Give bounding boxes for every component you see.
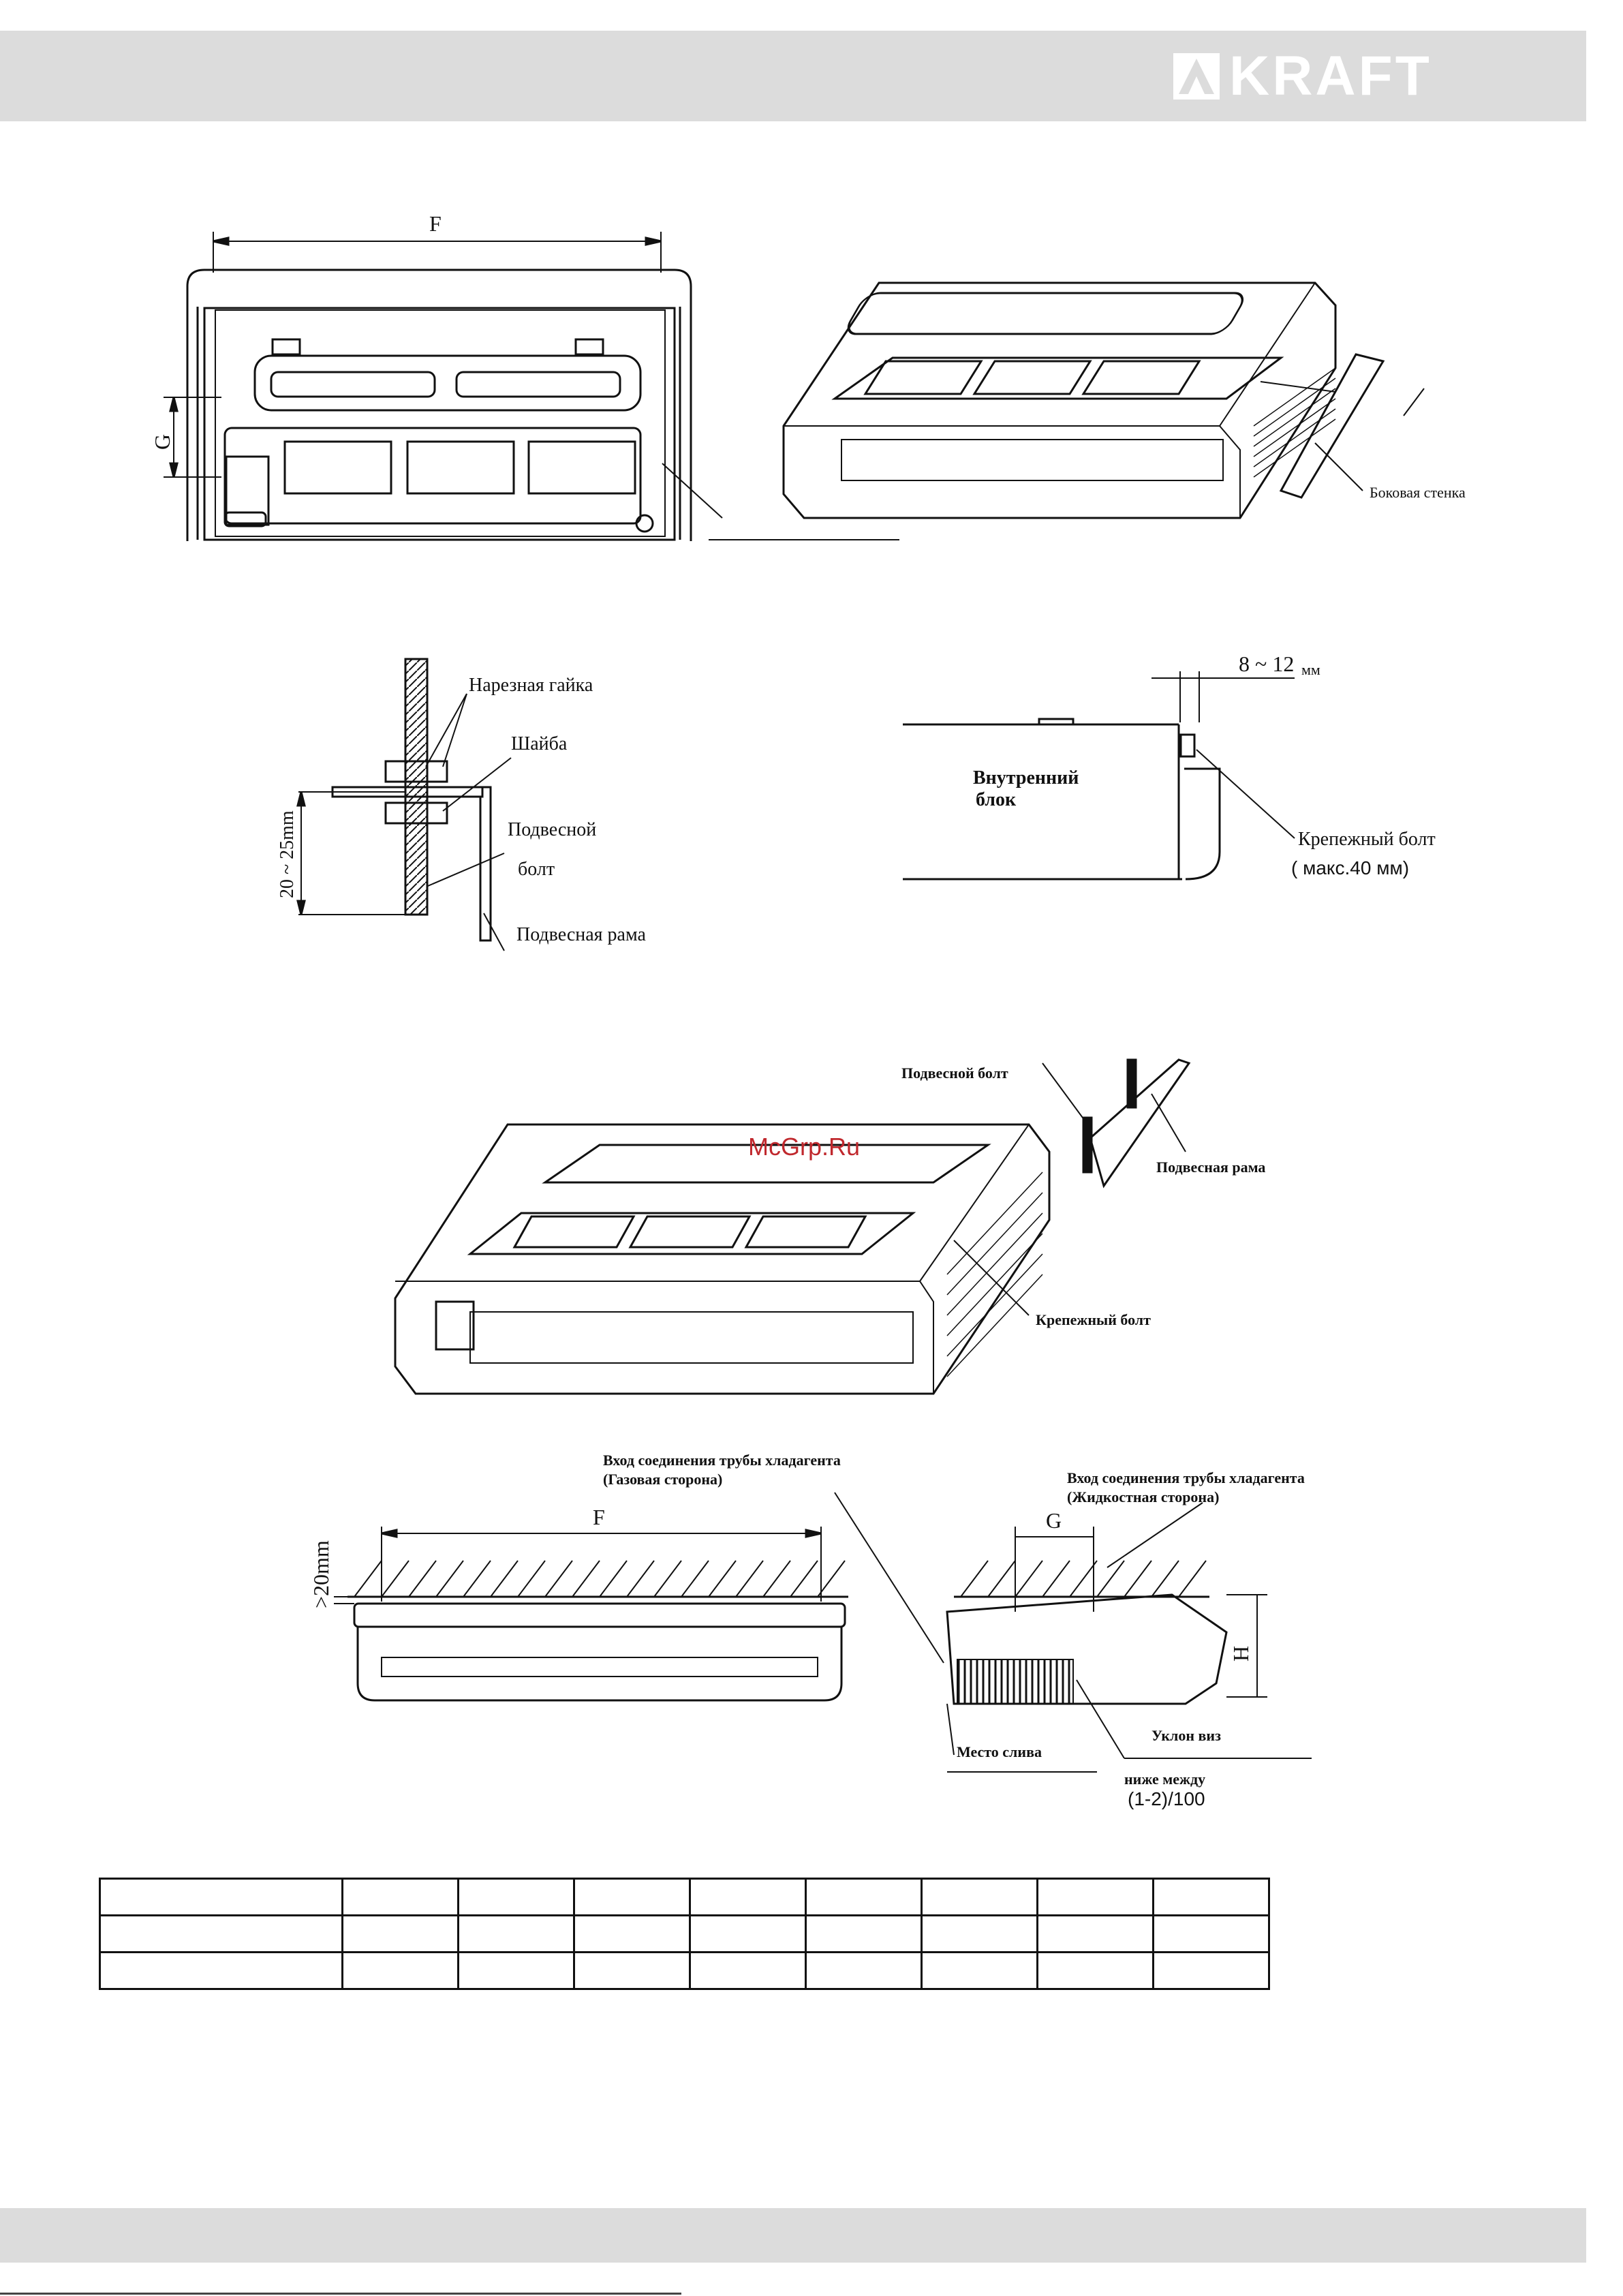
table-cell xyxy=(1036,1951,1154,1990)
gas-inlet-label-2: (Газовая сторона) xyxy=(603,1471,723,1488)
figure4-isometric-hanging xyxy=(394,1058,1191,1395)
footer-rule xyxy=(0,2293,681,2295)
slope-ratio-label: (1-2)/100 xyxy=(1128,1788,1205,1809)
table-cell xyxy=(1036,1914,1154,1953)
table-cell xyxy=(689,1914,807,1953)
table-cell xyxy=(805,1878,923,1916)
table-cell xyxy=(689,1951,807,1990)
table-cell xyxy=(921,1951,1038,1990)
table-cell xyxy=(1152,1878,1270,1916)
nut-label: Нарезная гайка xyxy=(469,675,593,696)
side-wall-label: Боковая стенка xyxy=(1370,484,1466,501)
figure3-fixing-distance xyxy=(903,671,1295,881)
table-cell xyxy=(341,1951,459,1990)
table-cell xyxy=(1152,1914,1270,1953)
liquid-inlet-label-2: (Жидкостная сторона) xyxy=(1067,1488,1220,1505)
dim-f-label: F xyxy=(429,211,442,236)
indoor-unit-label-1: Внутренний xyxy=(973,767,1079,789)
brand-name: KRAFT xyxy=(1229,45,1432,107)
table-cell xyxy=(99,1914,343,1953)
hanger-frame-label: Подвесная рама xyxy=(516,924,646,945)
table-row xyxy=(99,1878,1270,1916)
washer-label: Шайба xyxy=(511,733,568,754)
fixing-bolt-label: Крепежный болт xyxy=(1298,829,1436,850)
gap-unit-label: мм xyxy=(1301,661,1320,678)
dim-g-label: G xyxy=(150,433,174,450)
watermark-text: McGrp.Ru xyxy=(748,1133,861,1161)
drain-label: Место слива xyxy=(957,1743,1042,1760)
table-cell xyxy=(1152,1951,1270,1990)
slope-label-2: ниже между xyxy=(1124,1771,1206,1788)
table-cell xyxy=(341,1878,459,1916)
indoor-unit-label-2: блок xyxy=(976,789,1017,810)
figure1-isometric-view xyxy=(782,281,1425,519)
footer-band xyxy=(0,2208,1586,2263)
gas-inlet-label-1: Вход соединения трубы хладагента xyxy=(603,1452,841,1469)
spec-table xyxy=(99,1878,1270,1990)
table-cell xyxy=(573,1914,691,1953)
table-cell xyxy=(341,1914,459,1953)
figure2-bolt-detail xyxy=(296,658,512,951)
table-cell xyxy=(99,1878,343,1916)
gap-dim-label: 8 ~ 12 xyxy=(1239,652,1295,676)
table-cell xyxy=(805,1951,923,1990)
hanger-bolt-label-1: Подвесной xyxy=(508,819,597,840)
dim-f-label-2: F xyxy=(593,1505,605,1529)
fixing-bolt-label-2: Крепежный болт xyxy=(1036,1311,1151,1328)
table-cell xyxy=(921,1914,1038,1953)
header-band xyxy=(0,31,1586,121)
table-cell xyxy=(573,1878,691,1916)
slope-label: Уклон виз xyxy=(1151,1727,1221,1744)
dim-g-label-2: G xyxy=(1046,1508,1062,1533)
figure5-ceiling-installation xyxy=(334,1492,1312,1773)
clearance-label: >20mm xyxy=(309,1540,333,1608)
table-row xyxy=(99,1951,1270,1990)
brand-logo: KRAFT xyxy=(1173,48,1432,104)
figure1-front-view xyxy=(164,232,899,541)
dim-h-label: H xyxy=(1228,1645,1253,1662)
table-cell xyxy=(573,1951,691,1990)
table-row xyxy=(99,1914,1270,1953)
table-cell xyxy=(457,1914,575,1953)
table-cell xyxy=(99,1951,343,1990)
dim-20-25-label: 20 ~ 25mm xyxy=(277,810,298,898)
fixing-bolt-note: ( макс.40 мм) xyxy=(1291,857,1410,878)
table-cell xyxy=(921,1878,1038,1916)
table-cell xyxy=(1036,1878,1154,1916)
kraft-logo-icon xyxy=(1173,53,1220,100)
table-cell xyxy=(805,1914,923,1953)
hanger-frame-label-2: Подвесная рама xyxy=(1156,1159,1266,1176)
hanger-bolt-label: Подвесной болт xyxy=(901,1065,1008,1082)
table-cell xyxy=(457,1951,575,1990)
liquid-inlet-label-1: Вход соединения трубы хладагента xyxy=(1067,1469,1305,1486)
table-cell xyxy=(689,1878,807,1916)
hanger-bolt-label-2: болт xyxy=(518,859,555,880)
table-cell xyxy=(457,1878,575,1916)
